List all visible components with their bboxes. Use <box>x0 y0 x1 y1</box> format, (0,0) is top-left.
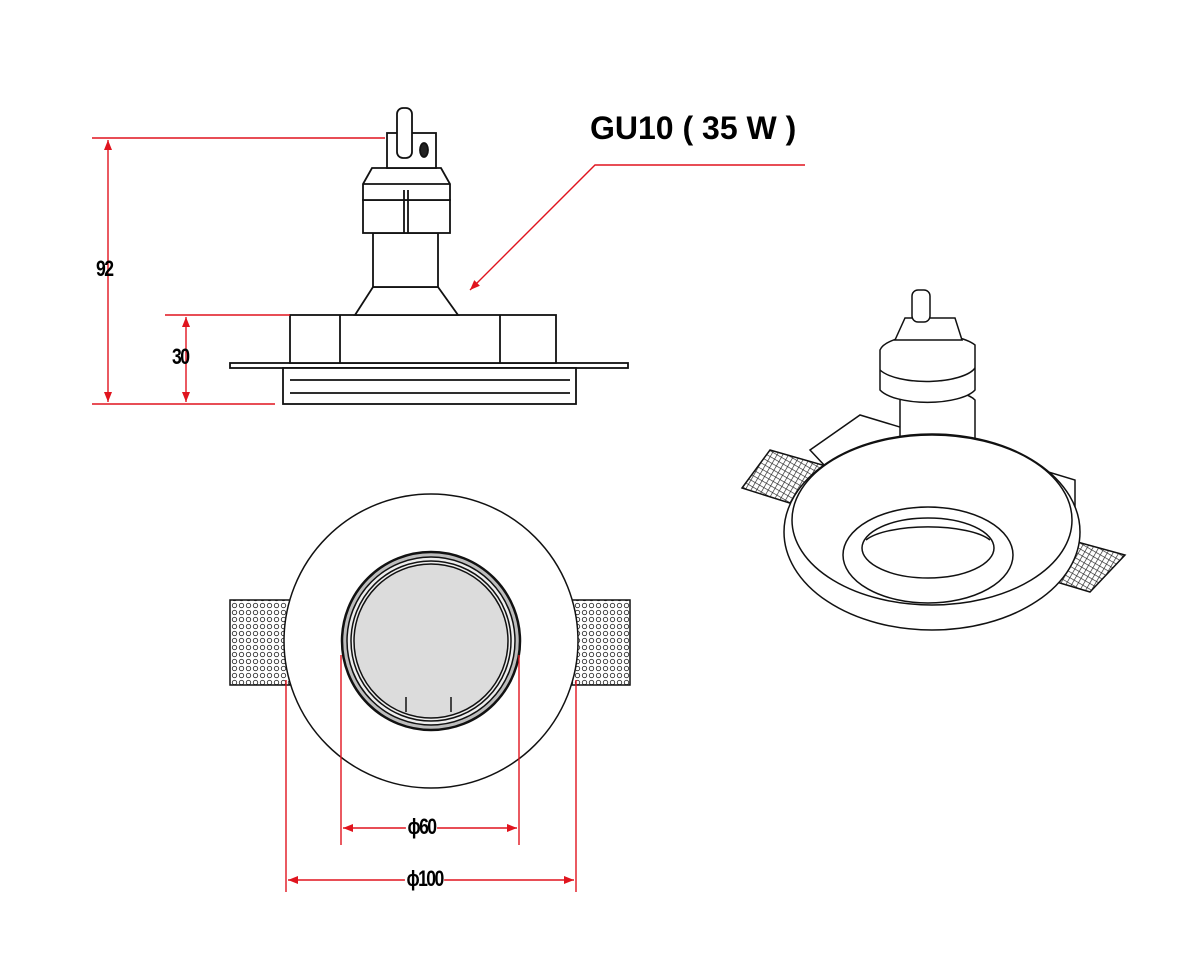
outer-diameter-label: ϕ100 <box>404 866 444 892</box>
left-plaster-tab <box>229 599 291 686</box>
body-height-label: 30 <box>172 344 190 369</box>
lamp-leader <box>469 164 805 291</box>
side-dimensions <box>92 137 805 405</box>
trim-rim <box>282 367 577 405</box>
right-plaster-tab <box>571 599 631 686</box>
total-height-label: 92 <box>96 256 114 281</box>
opening-inner-3d <box>861 517 995 579</box>
side-view <box>229 107 629 405</box>
terminal-pin <box>396 107 413 159</box>
lens <box>353 563 509 719</box>
housing-box <box>289 314 557 364</box>
inner-diameter-label: ϕ60 <box>405 814 438 840</box>
socket-lower <box>362 199 451 234</box>
lamp-neck <box>372 232 439 288</box>
top-view <box>229 493 631 789</box>
lamp-cone <box>353 286 460 316</box>
lamp-type-label: GU10 ( 35 W ) <box>590 110 797 146</box>
terminal-screw <box>419 142 429 158</box>
perspective-view <box>740 289 1127 631</box>
